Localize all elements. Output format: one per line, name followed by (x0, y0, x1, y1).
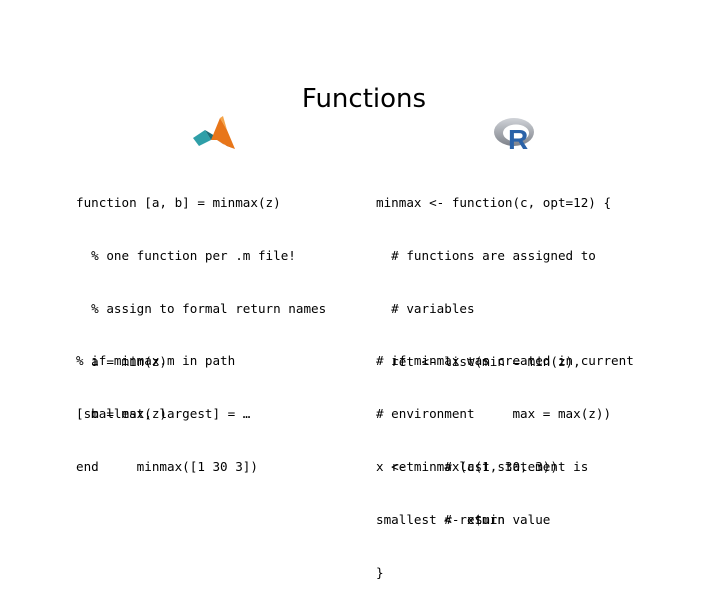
code-line: function [a, b] = minmax(z) (76, 195, 281, 211)
slide-title: Functions (301, 84, 427, 114)
svg-text:R: R (508, 124, 528, 152)
r-logo: R (494, 118, 534, 152)
code-line: b = max(z) (76, 406, 167, 422)
code-line: [smallest, largest] = … (76, 405, 251, 421)
r-definition-code: minmax <- function(c, opt=12) { # functi… (376, 159, 611, 599)
code-line: # environment (376, 405, 475, 421)
code-line: % if minmax.m in path (76, 353, 236, 369)
code-line: } (376, 564, 384, 580)
code-line: minmax <- function(c, opt=12) { (376, 195, 612, 211)
code-line: smallest <- x$min (376, 511, 505, 527)
r-usage-code: # if minmax was created in current # env… (376, 317, 634, 546)
code-line: a = min(z) (76, 353, 167, 369)
matlab-logo (193, 116, 235, 149)
code-line: ret # last statement is (376, 459, 589, 475)
code-line: % assign to formal return names (76, 300, 327, 316)
code-line: # variables (376, 300, 475, 316)
matlab-usage-code: % if minmax.m in path [smallest, largest… (76, 317, 258, 493)
code-line: ret <- list(min = min(z), (376, 353, 581, 369)
code-line: # functions are assigned to (376, 247, 596, 263)
code-line: x <- minmax(c(1, 30, 3)) (376, 458, 558, 474)
code-line: # return value (376, 511, 551, 527)
code-line: minmax([1 30 3]) (76, 458, 258, 474)
code-line: end (76, 459, 99, 475)
code-line: # if minmax was created in current (376, 353, 634, 369)
code-line: % one function per .m file! (76, 247, 296, 263)
matlab-definition-code: function [a, b] = minmax(z) % one functi… (76, 159, 326, 493)
code-line: max = max(z)) (376, 406, 612, 422)
